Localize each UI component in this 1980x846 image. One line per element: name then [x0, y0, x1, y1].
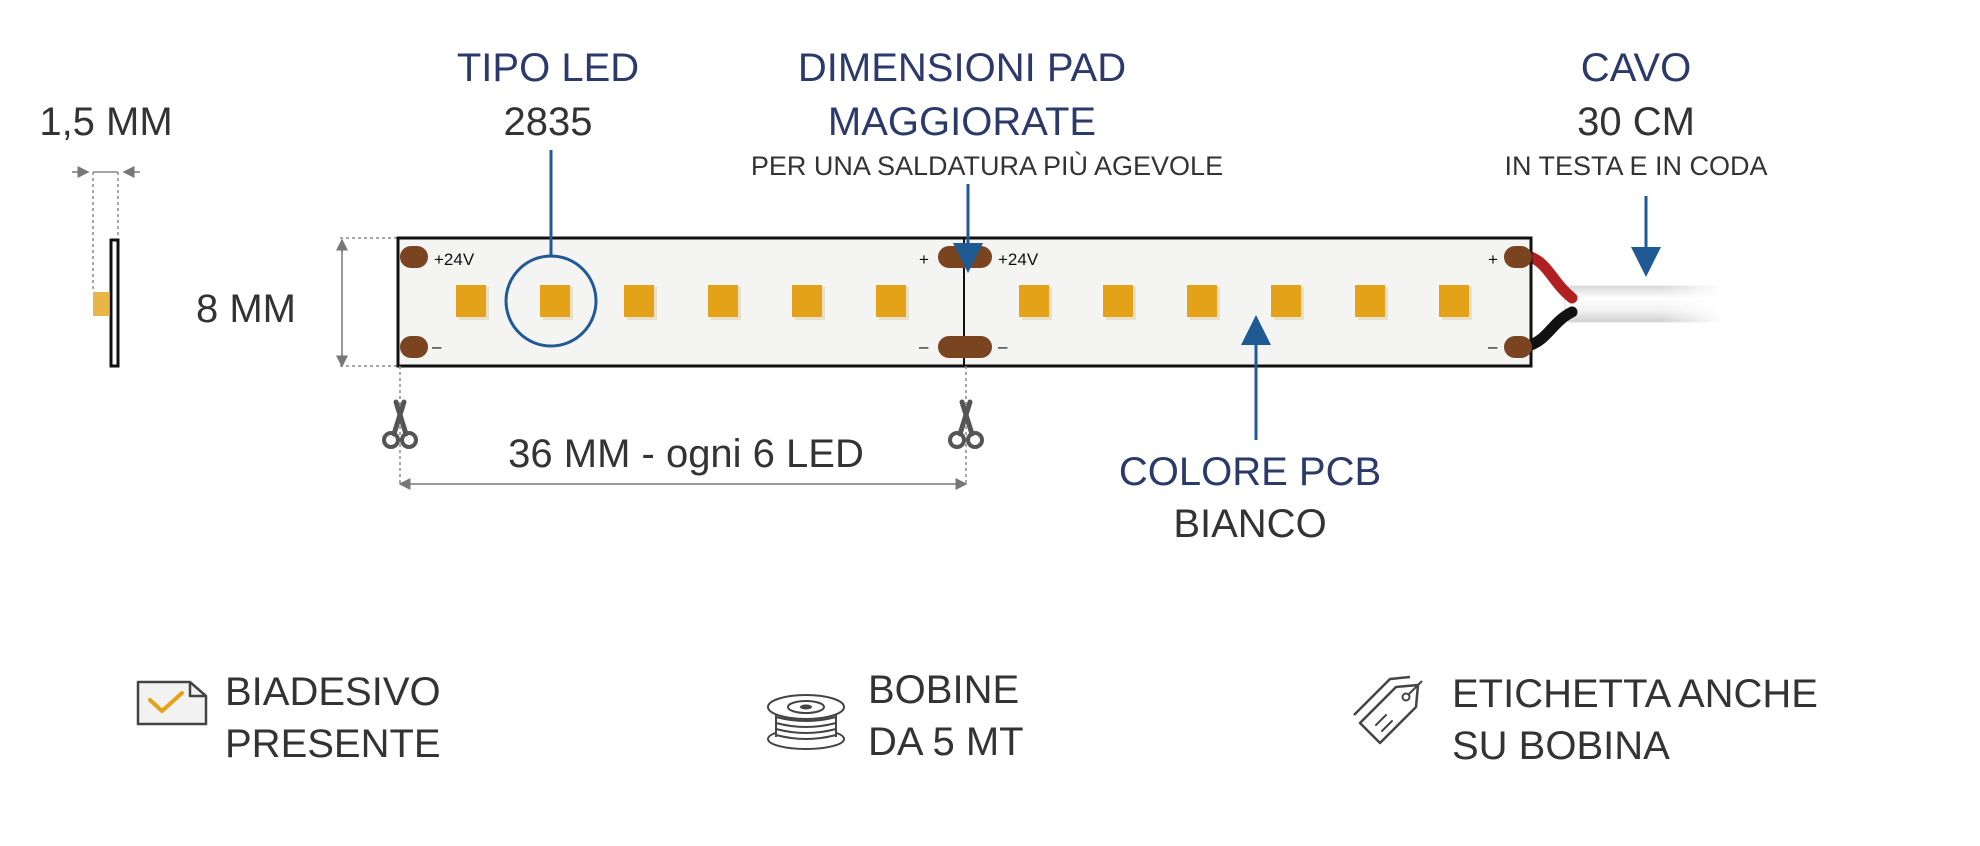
cable-subtitle: IN TESTA E IN CODA: [1504, 151, 1768, 181]
red-wire: [1522, 250, 1578, 304]
seg1-minus-label: –: [432, 337, 442, 356]
led-chip: [792, 285, 825, 320]
led-chip: [1439, 285, 1472, 320]
thickness-label: 1,5 MM: [39, 100, 173, 144]
scissors-icon: [948, 399, 984, 449]
black-wire: [1522, 306, 1578, 352]
seg2-minus-label: –: [998, 337, 1008, 356]
pad-title-line2: MAGGIORATE: [827, 100, 1097, 144]
pad-title-line1: DIMENSIONI PAD: [797, 46, 1127, 90]
feature-adhesive: BIADESIVO PRESENTE: [225, 666, 441, 770]
pcb-color-title: COLORE PCB: [1118, 450, 1382, 494]
led-chip: [1355, 285, 1388, 320]
scissors-icon: [382, 399, 418, 449]
led-chips: [456, 285, 1472, 320]
seg1-end-plus: +: [919, 250, 929, 269]
adhesive-tape-icon: [136, 680, 208, 726]
seg2-plus-label: +24V: [998, 250, 1039, 269]
pcb-color-value: BIANCO: [1173, 502, 1327, 546]
side-led: [93, 292, 110, 316]
led-chip: [1187, 285, 1220, 320]
seg2-end-plus: +: [1488, 250, 1498, 269]
cut-length-label: 36 MM - ogni 6 LED: [508, 432, 864, 476]
led-type-value: 2835: [503, 100, 593, 144]
pad-subtitle: PER UNA SALDATURA PIÙ AGEVOLE: [750, 151, 1224, 181]
feature-adhesive-line1: BIADESIVO: [225, 670, 441, 714]
tag-icon: [1353, 675, 1423, 745]
led-chip: [1019, 285, 1052, 320]
feature-reels: BOBINE DA 5 MT: [868, 664, 1024, 768]
reel-icon: [767, 694, 845, 750]
width-dimension: [336, 237, 398, 368]
cut-dimension: [398, 366, 968, 490]
led-chip: [708, 285, 741, 320]
seg1-end-minus: –: [919, 337, 929, 356]
led-type-title: TIPO LED: [456, 46, 640, 90]
led-chip: [1271, 285, 1304, 320]
feature-label: ETICHETTA ANCHE SU BOBINA: [1452, 668, 1818, 772]
feature-adhesive-line2: PRESENTE: [225, 722, 441, 766]
led-chip: [540, 285, 573, 320]
feature-label-line2: SU BOBINA: [1452, 724, 1670, 768]
led-chip: [456, 285, 489, 320]
feature-reels-line2: DA 5 MT: [868, 720, 1024, 764]
seg1-plus-label: +24V: [434, 250, 475, 269]
cable: [1522, 250, 1722, 352]
feature-reels-line1: BOBINE: [868, 668, 1020, 712]
led-chip: [1103, 285, 1136, 320]
cable-value: 30 CM: [1577, 100, 1695, 144]
cable-title: CAVO: [1580, 46, 1692, 90]
strip-side-profile: [72, 166, 140, 368]
width-label: 8 MM: [196, 287, 296, 331]
solder-pads: [400, 246, 1532, 358]
led-chip: [876, 285, 909, 320]
seg2-end-minus: –: [1488, 337, 1498, 356]
polarity-labels: +24V +24V + + – – – –: [432, 250, 1498, 356]
led-chip: [624, 285, 657, 320]
feature-label-line1: ETICHETTA ANCHE: [1452, 672, 1818, 716]
